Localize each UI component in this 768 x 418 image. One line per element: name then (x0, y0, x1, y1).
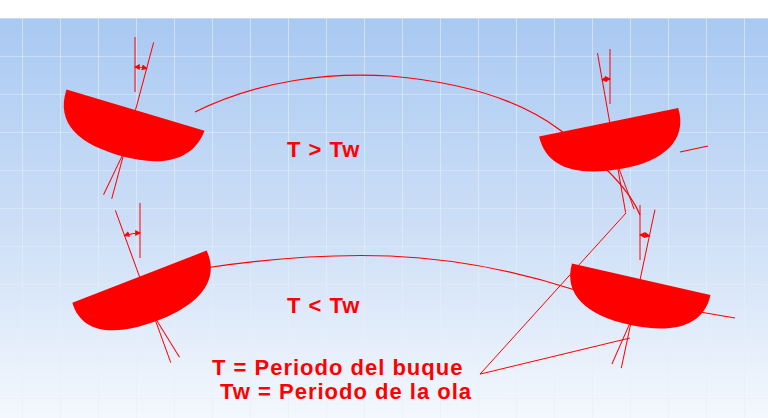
wave-curve (205, 256, 575, 291)
legend-note: Tw = Periodo de la ola (220, 380, 472, 404)
leader-line (480, 213, 626, 374)
ship-section (48, 186, 239, 388)
background (0, 18, 768, 418)
legend-note: T = Periodo del buque (212, 356, 463, 380)
ship-section (527, 41, 695, 225)
wave-curve (700, 312, 735, 318)
ship-section (553, 195, 726, 383)
condition-label: T > Tw (287, 138, 360, 162)
condition-label: T < Tw (287, 294, 360, 318)
leader-line (480, 338, 630, 374)
ship-section (42, 24, 223, 218)
wave-curve (680, 146, 708, 152)
grid (0, 18, 768, 418)
